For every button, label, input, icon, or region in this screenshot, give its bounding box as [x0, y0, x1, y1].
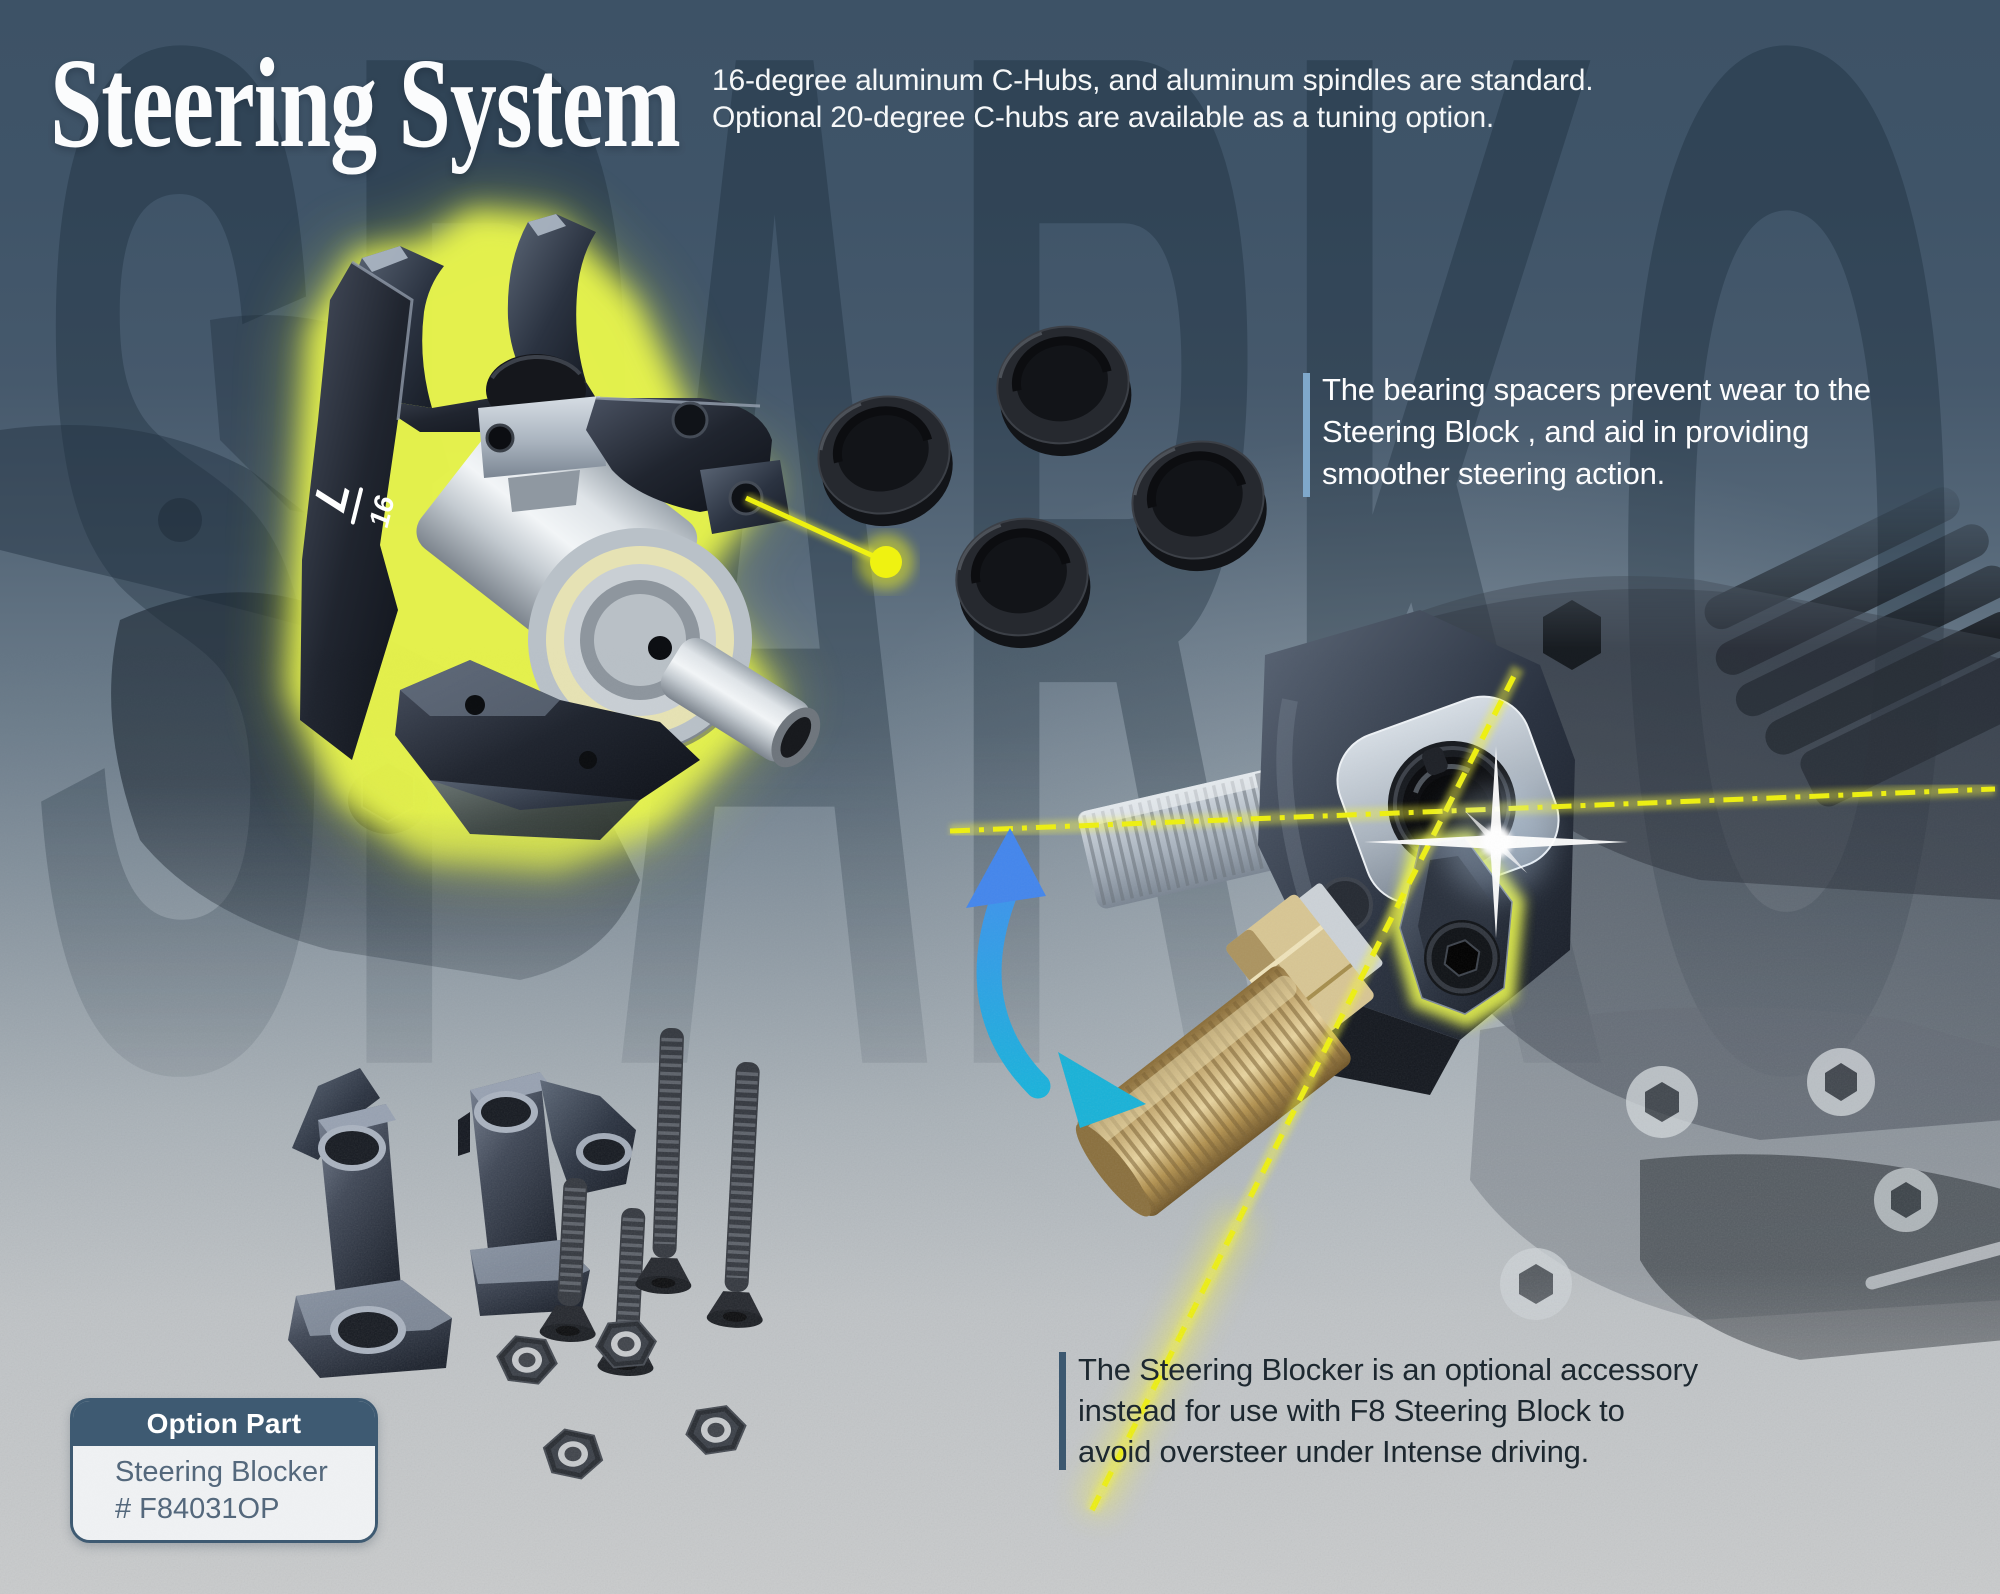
option-part-header: Option Part — [73, 1401, 375, 1446]
blocker-callout-text: The Steering Blocker is an optional acce… — [1078, 1349, 1698, 1472]
subtitle-line: 16-degree aluminum C-Hubs, and aluminum … — [712, 64, 1594, 97]
page-subtitle: 16-degree aluminum C-Hubs, and aluminum … — [712, 62, 1594, 136]
spacer-ring — [817, 395, 953, 527]
option-part-number: # F84031OP — [115, 1493, 280, 1525]
callout-line: The Steering Blocker is an optional acce… — [1078, 1352, 1698, 1387]
option-part-body: Steering Blocker # F84031OP — [73, 1446, 375, 1540]
callout-dot — [870, 546, 902, 578]
bearing-callout-text: The bearing spacers prevent wear to the … — [1322, 369, 1871, 495]
spacer-ring — [1131, 440, 1267, 572]
subtitle-line: Optional 20-degree C-hubs are available … — [712, 101, 1495, 134]
callout-line: Steering Block , and aid in providing — [1322, 414, 1810, 449]
pivot-collar — [478, 396, 606, 478]
callout-line: instead for use with F8 Steering Block t… — [1078, 1393, 1625, 1428]
option-part-box: Option Part Steering Blocker # F84031OP — [70, 1398, 378, 1543]
spacer-ring — [955, 517, 1091, 649]
page-title: Steering System — [50, 33, 681, 175]
option-part-product: Steering Blocker — [115, 1456, 328, 1488]
bearing-spacers — [817, 325, 1267, 649]
spacer-callout-line — [743, 492, 914, 590]
callout-line: avoid oversteer under Intense driving. — [1078, 1434, 1590, 1469]
blocker-callout-accent-bar — [1059, 1352, 1066, 1470]
bearing-callout-accent-bar — [1303, 373, 1310, 497]
spacer-ring — [996, 325, 1132, 457]
prong-right — [507, 214, 596, 382]
callout-line: The bearing spacers prevent wear to the — [1322, 372, 1871, 407]
callout-line: smoother steering action. — [1322, 456, 1666, 491]
